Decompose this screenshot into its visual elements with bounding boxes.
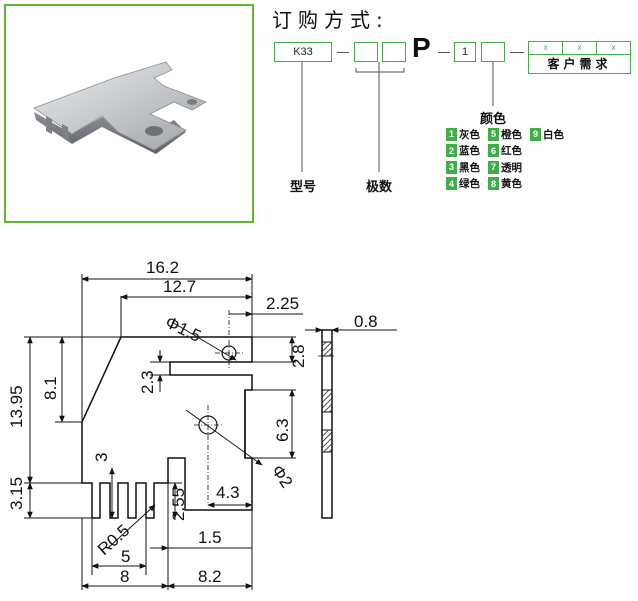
label-poles: 极数 <box>366 180 393 195</box>
terminal-photo <box>33 61 207 154</box>
dim-2-55: 2.55 <box>169 488 188 521</box>
code-letter: P <box>412 32 431 63</box>
dim-phi-2: Φ2 <box>268 462 297 492</box>
order-leader-lines <box>301 62 494 172</box>
dim-2-25: 2.25 <box>266 294 299 313</box>
product-photo-frame <box>4 4 254 223</box>
customer-requirement-box: x x x 客户需求 <box>528 41 631 74</box>
dim-4-3: 4.3 <box>216 483 240 502</box>
dim-12-7: 12.7 <box>163 277 196 296</box>
dim-6-3: 6.3 <box>273 418 292 442</box>
dim-16-2: 16.2 <box>146 258 179 277</box>
dim-13-95: 13.95 <box>7 385 26 428</box>
separator-dash <box>438 52 450 53</box>
customer-requirement-label: 客户需求 <box>547 57 612 71</box>
customer-mark: x <box>529 42 563 54</box>
color-box <box>481 42 505 62</box>
label-model: 型号 <box>290 180 317 195</box>
customer-mark: x <box>563 42 597 54</box>
dim-phi-1-5: Φ1.5 <box>162 313 204 346</box>
digit-box: 1 <box>454 42 476 62</box>
pole-box-2 <box>382 42 406 62</box>
dim-3-15: 3.15 <box>7 477 26 510</box>
dim-3: 3 <box>92 453 111 462</box>
side-view <box>318 329 336 519</box>
customer-mark: x <box>611 43 616 52</box>
part-outline <box>81 336 253 519</box>
order-title: 订购方式: <box>272 8 389 32</box>
pole-box-1 <box>354 42 378 62</box>
separator-dash <box>510 52 524 53</box>
model-code-box: K33 <box>274 42 332 62</box>
dim-0-8: 0.8 <box>354 312 378 331</box>
dim-8-2: 8.2 <box>198 567 222 586</box>
label-color: 颜色 <box>480 112 507 127</box>
dim-8: 8 <box>120 567 129 586</box>
dim-1-5: 1.5 <box>198 528 222 547</box>
dim-8-1: 8.1 <box>41 376 60 400</box>
dim-2-8: 2.8 <box>289 344 308 368</box>
dim-2-3: 2.3 <box>138 370 157 394</box>
dim-5: 5 <box>121 547 130 566</box>
separator-dash <box>337 52 349 53</box>
